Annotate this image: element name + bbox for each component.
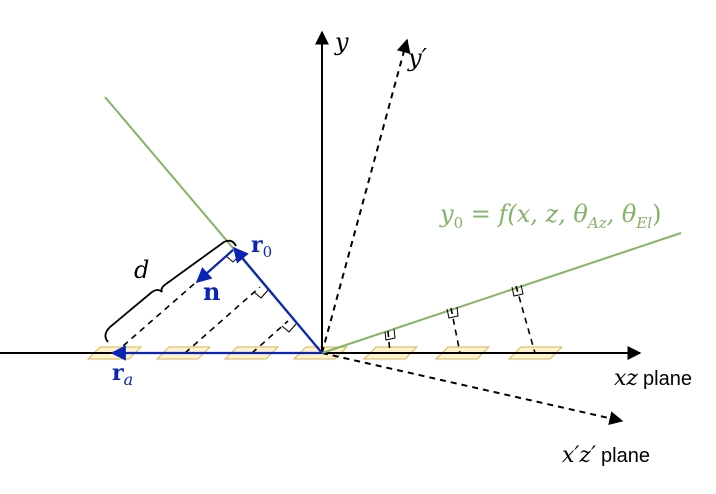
y-prime-axis [321,38,411,354]
y-prime-axis-label: y′ [407,44,428,72]
distance-bracket [104,239,237,343]
xprime-zprime-plane-axis [321,352,624,426]
right-angle-markers-left [225,254,297,333]
n-label: n [203,277,220,306]
xprime-zprime-plane-label: x′z′plane [562,443,650,468]
r0-label: r0 [251,232,272,261]
y-axis-label: y [334,28,349,56]
perpendiculars-right [387,285,536,354]
perpendiculars-left [114,249,289,354]
normal-vector-n [195,249,234,284]
d-label: d [134,256,149,284]
surface-line-right [321,232,682,354]
vector-to-r0 [233,246,323,354]
ra-label: ra [112,360,133,389]
right-angle-markers-right [384,284,524,341]
equation-label: y0 = f(x, z, θAz, θEl) [439,200,661,232]
